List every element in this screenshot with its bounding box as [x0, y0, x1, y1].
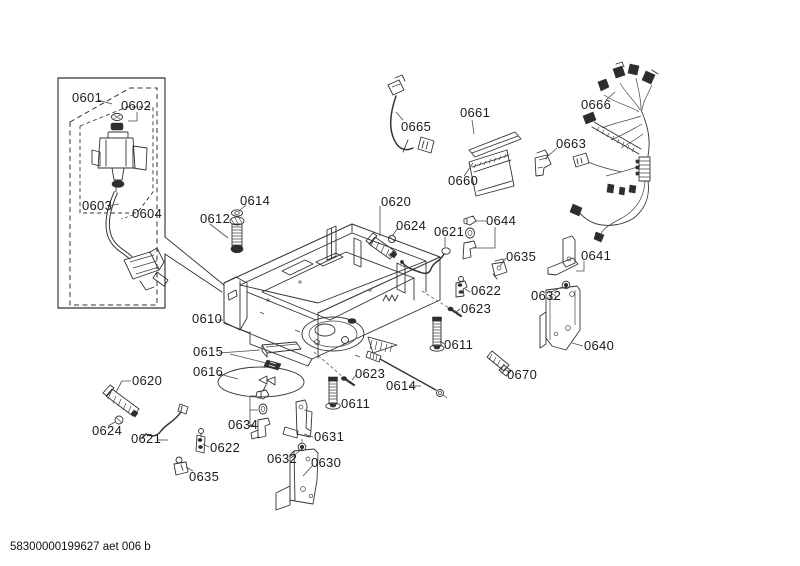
- fitting-0634-drawing: [250, 389, 271, 440]
- part-label-0644: 0644: [486, 213, 517, 228]
- part-label-0666: 0666: [581, 97, 612, 112]
- part-label-0621: 0621: [434, 224, 465, 239]
- stud-0611-center-drawing: [325, 376, 341, 410]
- base-panel-drawing: [468, 149, 515, 197]
- hinge-lever-0631-drawing: [282, 399, 313, 439]
- sensor-cable-drawing: [387, 74, 435, 154]
- part-label-0632: 0632: [531, 288, 562, 303]
- screw-0623-right-drawing: [447, 306, 463, 318]
- part-label-0665: 0665: [401, 119, 432, 134]
- part-label-0661: 0661: [460, 105, 491, 120]
- part-label-0620: 0620: [381, 194, 412, 209]
- cable-0621-top-drawing: [400, 247, 451, 275]
- part-label-0622: 0622: [471, 283, 502, 298]
- part-label-0641: 0641: [581, 248, 612, 263]
- pin-0620-top-drawing: [365, 232, 398, 260]
- document-code: 58300000199627 aet 006 b: [10, 541, 151, 553]
- roller-0632-right-drawing: [561, 280, 571, 290]
- inlet-hose-drawing: [105, 191, 169, 291]
- box-0615-drawing: [261, 341, 302, 371]
- ring-0624-top-drawing: [387, 234, 397, 244]
- part-label-0614: 0614: [240, 193, 271, 208]
- part-label-0640: 0640: [584, 338, 615, 353]
- clip-0635-right-drawing: [491, 258, 508, 280]
- part-label-0663: 0663: [556, 136, 587, 151]
- part-label-0611: 0611: [444, 337, 474, 352]
- hinge-pin-0622-right-drawing: [455, 276, 468, 298]
- mounting-bracket-0640-drawing: [539, 285, 581, 351]
- part-label-0630: 0630: [311, 455, 342, 470]
- part-label-0615: 0615: [193, 344, 224, 359]
- part-label-0624-2: 0624: [92, 423, 123, 438]
- part-label-0634: 0634: [228, 417, 259, 432]
- ring-0624-left-drawing: [114, 415, 124, 425]
- cable-0621-left-drawing: [141, 403, 189, 439]
- part-label-0621-2: 0621: [131, 431, 162, 446]
- wiring-harness-drawing: [569, 61, 659, 243]
- rod-0614-center-drawing: [365, 350, 448, 399]
- part-label-0620-2: 0620: [132, 373, 163, 388]
- base-assembly-drawing: [223, 223, 441, 367]
- cover-strip-drawing: [468, 131, 522, 158]
- part-label-0632-2: 0632: [267, 451, 298, 466]
- part-label-0611-2: 0611: [341, 396, 371, 411]
- stud-0611-right-drawing: [429, 316, 445, 352]
- leader-lines: [97, 91, 616, 477]
- screw-0623-center-drawing: [341, 376, 356, 387]
- part-label-0610: 0610: [192, 311, 223, 326]
- part-label-0622-2: 0622: [210, 440, 241, 455]
- clip-0635-left-drawing: [173, 456, 189, 476]
- part-label-0631: 0631: [314, 429, 345, 444]
- part-label-0623-2: 0623: [355, 366, 386, 381]
- inlet-callout-box: [57, 77, 225, 309]
- clip-0663-drawing: [534, 149, 552, 177]
- part-label-0660: 0660: [448, 173, 479, 188]
- aquastop-valve-drawing: [91, 113, 148, 193]
- part-label-0612: 0612: [200, 211, 231, 226]
- part-label-0616: 0616: [193, 364, 224, 379]
- roller-0632-left-drawing: [297, 439, 307, 452]
- part-label-0614-2: 0614: [386, 378, 417, 393]
- fitting-0644-drawing: [462, 215, 477, 260]
- part-label-0604: 0604: [132, 206, 163, 221]
- part-label-0602: 0602: [121, 98, 152, 113]
- part-label-0623: 0623: [461, 301, 492, 316]
- part-label-0624: 0624: [396, 218, 427, 233]
- mounting-bracket-0630-drawing: [275, 448, 319, 511]
- bolt-0612-drawing: [229, 209, 245, 254]
- pin-0620-left-drawing: [102, 384, 140, 418]
- part-label-0670: 0670: [507, 367, 538, 382]
- pin-0670-drawing: [486, 350, 512, 377]
- part-label-0635-2: 0635: [189, 469, 220, 484]
- part-label-0601: 0601: [72, 90, 103, 105]
- part-label-0603: 0603: [82, 198, 113, 213]
- hinge-pin-0622-left-drawing: [195, 428, 206, 454]
- part-label-0635: 0635: [506, 249, 537, 264]
- hinge-lever-0641-drawing: [547, 235, 579, 276]
